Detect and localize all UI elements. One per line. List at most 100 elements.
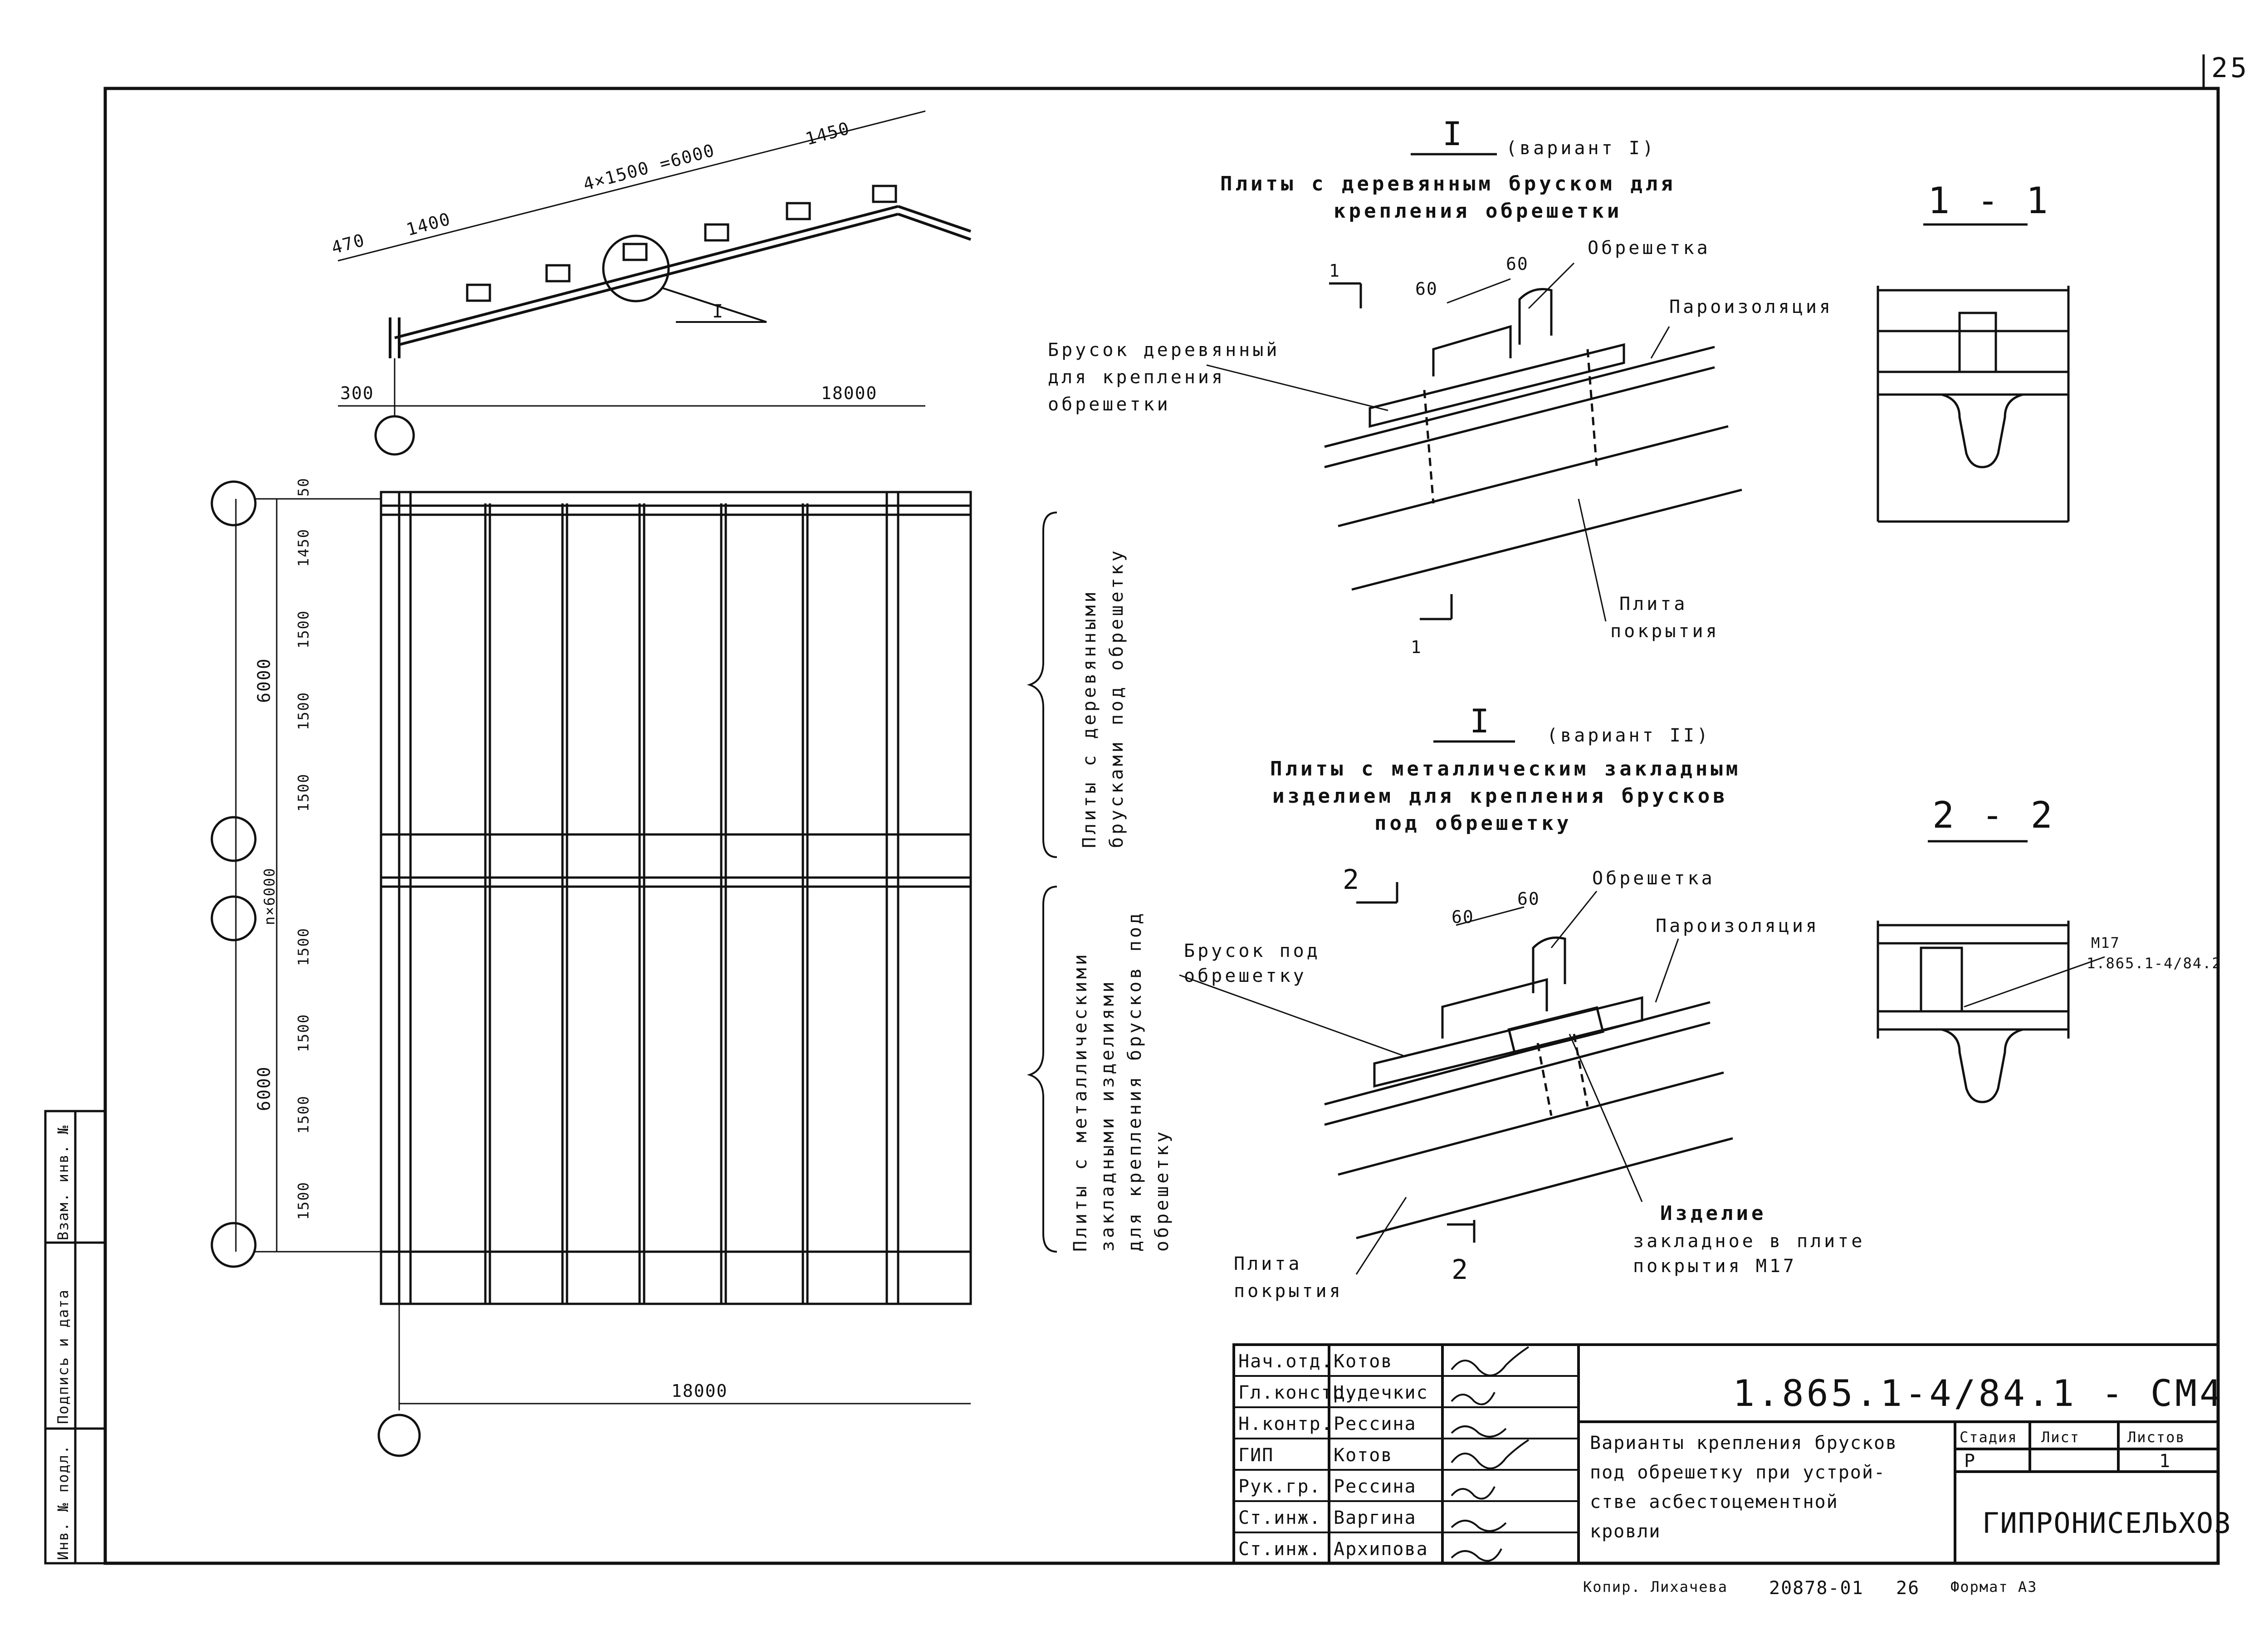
axis-marker-b (210, 816, 257, 862)
v1-sec-bot: 1 (1411, 637, 1422, 657)
v1-paroizol: Пароизоляция (1669, 297, 1833, 317)
v1-plita-2: покрытия (1610, 621, 1720, 642)
v1-dim-a: 60 (1415, 279, 1438, 299)
svg-text:Рессина: Рессина (1334, 1476, 1417, 1497)
svg-text:Ст.инж.: Ст.инж. (1238, 1507, 1321, 1528)
v2-paroizol: Пароизоляция (1656, 916, 1819, 937)
v2-title-1: Плиты с металлическим закладным (1270, 757, 1741, 780)
v1-brusok-1: Брусок деревянный (1048, 340, 1280, 361)
v2-dim-b: 60 (1517, 889, 1540, 909)
dim-6000: 4×1500 =6000 (581, 140, 717, 195)
roof-elevation (337, 110, 971, 456)
svg-text:1500: 1500 (295, 1181, 312, 1220)
svg-text:Стадия: Стадия (1960, 1429, 2018, 1446)
callout-circle (602, 234, 670, 302)
v1-title-1: Плиты с деревянным бруском для (1220, 172, 1676, 195)
svg-text:для крепления брусков под: для крепления брусков под (1124, 911, 1145, 1252)
side-stamp-inv: Инв. № подл. (54, 1444, 72, 1560)
v2-brusok-1: Брусок под (1184, 941, 1320, 961)
svg-text:Ст.инж.: Ст.инж. (1238, 1539, 1321, 1560)
svg-text:под обрешетку при устрой-: под обрешетку при устрой- (1590, 1462, 1886, 1483)
svg-text:Гл.констр.: Гл.констр. (1238, 1382, 1357, 1403)
section1-title: 1 - 1 (1928, 180, 2051, 222)
v1-obreshetka: Обрешетка (1588, 238, 1711, 259)
svg-text:Рук.гр.: Рук.гр. (1238, 1476, 1321, 1497)
svg-text:6000: 6000 (254, 658, 274, 703)
section2-drawing (1877, 921, 2105, 1103)
svg-text:Формат А3: Формат А3 (1950, 1578, 2037, 1595)
svg-text:n×6000: n×6000 (261, 867, 278, 925)
svg-text:1: 1 (2159, 1451, 2171, 1472)
svg-text:Варианты крепления брусков: Варианты крепления брусков (1590, 1433, 1897, 1454)
drawing-code: 1.865.1-4/84.1 - СМ4 (1733, 1372, 2224, 1415)
organization: ГИПРОНИСЕЛЬХОЗ (1982, 1507, 2232, 1540)
axis-marker-c (210, 895, 257, 941)
v2-sec-bot: 2 (1452, 1254, 1471, 1286)
section2-label-2: 1.865.1-4/84.2 (2087, 955, 2222, 972)
plan-left-dims: 50 1450 1500 1500 1500 1500 1500 1500 15… (254, 477, 312, 1220)
axis-marker-d (210, 1222, 257, 1268)
svg-text:ГИП: ГИП (1238, 1445, 1274, 1466)
v1-mark: I (1442, 115, 1465, 153)
v2-izdelie-1: Изделие (1660, 1202, 1766, 1225)
svg-text:Нач.отд.: Нач.отд. (1238, 1351, 1333, 1372)
v2-izdelie-3: покрытия М17 (1633, 1256, 1797, 1277)
svg-text:Котов: Котов (1334, 1351, 1393, 1372)
v2-dim-a: 60 (1452, 907, 1474, 927)
svg-text:Плиты с деревянными: Плиты с деревянными (1079, 589, 1100, 848)
v2-izdelie-2: закладное в плите (1633, 1231, 1865, 1252)
plan-label-lower: Плиты с металлическими закладными издели… (1070, 911, 1173, 1252)
section1-drawing (1877, 286, 2070, 523)
v1-dim-b: 60 (1506, 254, 1529, 274)
dim-1400: 1400 (404, 209, 453, 239)
svg-text:закладными изделиями: закладными изделиями (1097, 979, 1118, 1252)
v1-variant: (вариант I) (1506, 138, 1656, 159)
svg-text:стве асбестоцементной: стве асбестоцементной (1590, 1492, 1838, 1512)
dim-18000: 18000 (821, 383, 877, 403)
svg-text:1500: 1500 (295, 1014, 312, 1052)
v1-brusok-2: для крепления (1048, 367, 1225, 388)
svg-text:Лист: Лист (2041, 1429, 2080, 1446)
svg-text:1500: 1500 (295, 1095, 312, 1134)
dim-300: 300 (340, 383, 374, 403)
svg-text:Варгина: Варгина (1334, 1507, 1417, 1528)
signatures (1451, 1346, 1530, 1562)
callout-label: I (712, 301, 726, 322)
side-stamp-replace: Взам. инв. № (54, 1125, 72, 1240)
svg-text:Архипова: Архипова (1334, 1539, 1428, 1560)
dim-470: 470 (329, 230, 367, 258)
side-stamp (44, 1110, 107, 1565)
svg-text:1500: 1500 (295, 773, 312, 812)
svg-text:Цудечкис: Цудечкис (1334, 1382, 1428, 1403)
stage-table: Стадия Лист Листов Р 1 (1960, 1429, 2185, 1472)
roof-plan (210, 480, 1057, 1457)
svg-text:1450: 1450 (295, 528, 312, 567)
drawing-description: Варианты крепления брусков под обрешетку… (1590, 1433, 1897, 1542)
v2-variant: (вариант II) (1547, 725, 1711, 746)
plan-label-upper: Плиты с деревянными брусками под обрешет… (1079, 548, 1127, 848)
svg-text:1500: 1500 (295, 610, 312, 649)
svg-text:26: 26 (1896, 1578, 1920, 1599)
svg-text:кровли: кровли (1590, 1521, 1661, 1542)
axis-marker (374, 415, 415, 456)
v1-title-2: крепления обрешетки (1334, 200, 1622, 223)
side-stamp-sign: Подпись и дата (54, 1289, 72, 1424)
title-block (1232, 1343, 2219, 1565)
v2-title-3: под обрешетку (1374, 812, 1572, 835)
signature-table: Нач.отд. Котов Гл.констр. Цудечкис Н.кон… (1238, 1351, 1428, 1560)
section2-title: 2 - 2 (1932, 794, 2055, 836)
drawing-frame (103, 87, 2220, 1565)
footer: Копир. Лихачева 20878-01 26 Формат А3 (1583, 1578, 2037, 1599)
svg-text:Р: Р (1964, 1451, 1976, 1472)
svg-text:1500: 1500 (295, 692, 312, 730)
v2-plita-2: покрытия (1234, 1281, 1343, 1302)
v2-detail-drawing (1179, 882, 1733, 1275)
v1-sec-top: 1 (1329, 261, 1340, 281)
svg-text:обрешетку: обрешетку (1152, 1129, 1173, 1252)
v2-title-2: изделием для крепления брусков (1272, 785, 1728, 808)
v1-brusok-3: обрешетки (1048, 394, 1171, 415)
svg-text:брусками под обрешетку: брусками под обрешетку (1106, 548, 1127, 848)
axis-marker-a (210, 480, 257, 527)
v1-plita-1: Плита (1619, 594, 1687, 615)
